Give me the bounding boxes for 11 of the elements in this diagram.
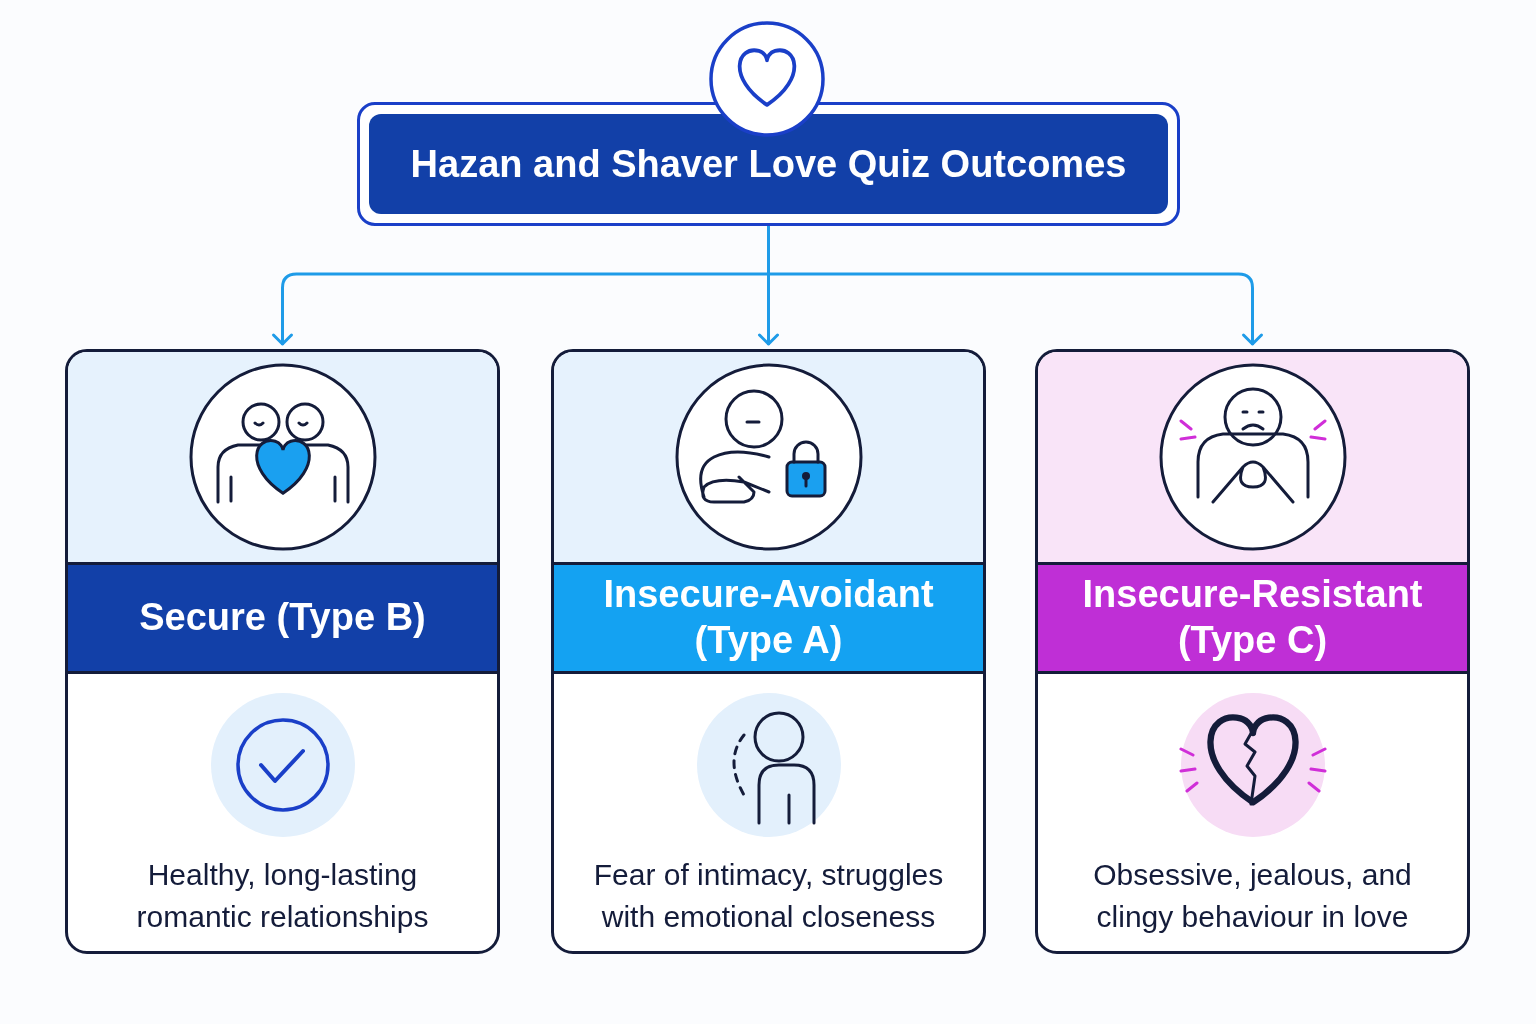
title-text: Hazan and Shaver Love Quiz Outcomes: [410, 142, 1127, 186]
outcome-card: [551, 349, 986, 954]
outcome-heading: Secure (Type B): [139, 595, 426, 641]
outcome-heading: Insecure-Avoidant (Type A): [602, 572, 935, 663]
outcome-heading: Insecure-Resistant (Type C): [1081, 572, 1424, 663]
outcome-description: Healthy, long-lasting romantic relationships: [135, 857, 430, 935]
outcome-description: Fear of intimacy, struggles with emotional closeness: [592, 857, 945, 935]
outcome-description: Obsessive, jealous, and clingy behaviour in love: [1092, 857, 1413, 935]
outcome-card: [1035, 349, 1470, 954]
outcome-card: [65, 349, 500, 954]
title-frame: [357, 102, 1180, 226]
